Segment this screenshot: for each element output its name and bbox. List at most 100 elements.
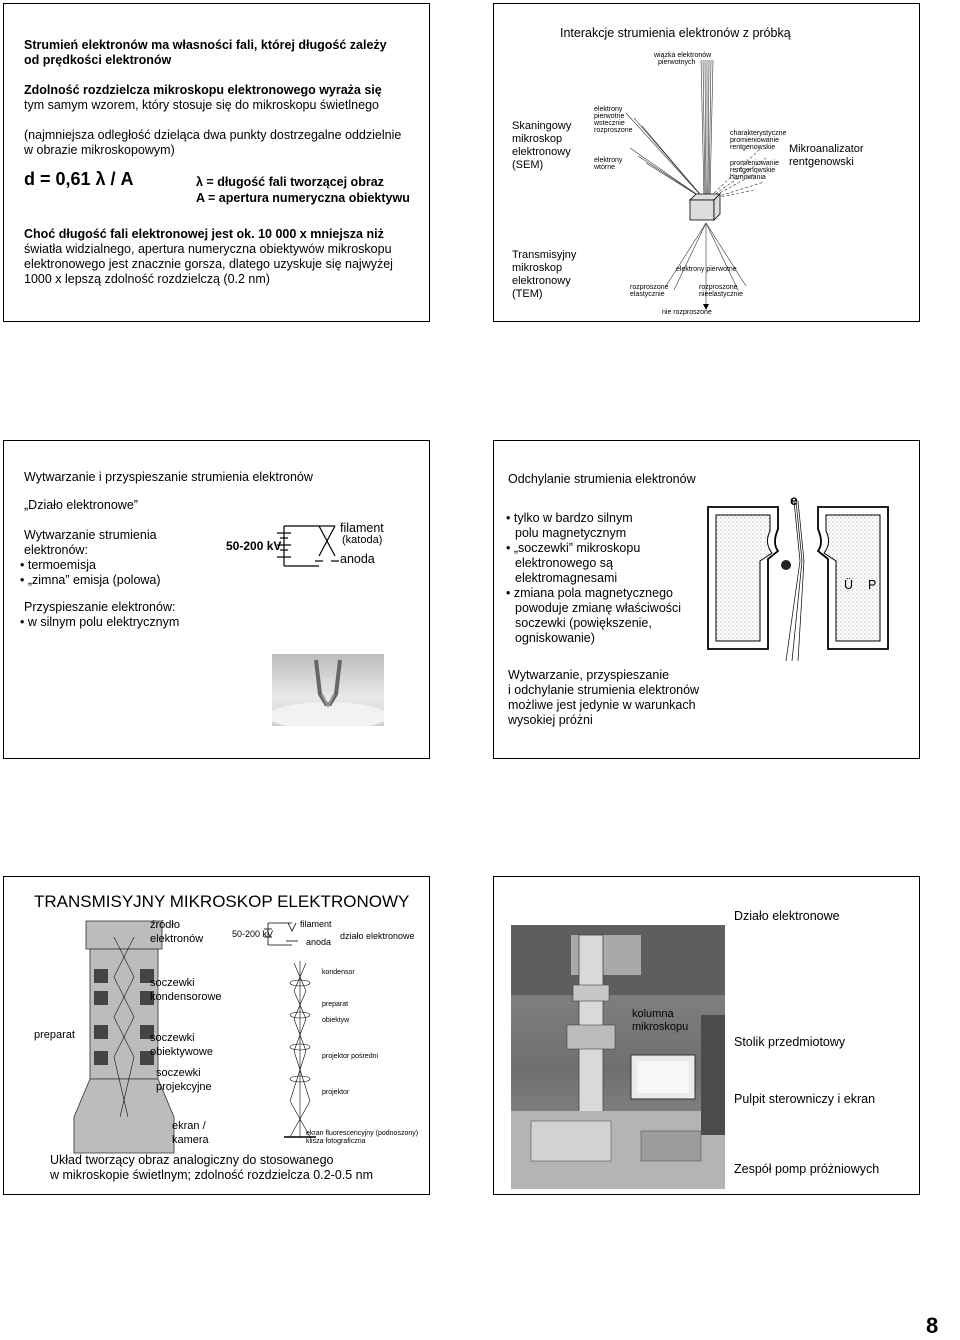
diag-primary: elektrony pierwotne [676, 266, 737, 274]
tem-gun-schematic [264, 919, 304, 949]
diag-xray-3: rentgenowskie [730, 144, 775, 152]
tem-screen-1: ekran / [172, 1120, 206, 1133]
tem-projektor: projektor [322, 1089, 349, 1097]
tem-label-4: (TEM) [512, 288, 543, 301]
gun-voltage: 50-200 kV [226, 539, 281, 554]
tem-kondensor: kondensor [322, 969, 355, 977]
tem-obiektyw: obiektyw [322, 1017, 349, 1025]
gun-cathode-label: (katoda) [342, 534, 382, 547]
tem-source-2: elektronów [150, 933, 203, 946]
slide-interactions: Interakcje strumienia elektronów z próbk… [493, 3, 920, 322]
slide1-p2-line1: (najmniejsza odległość dzieląca dwa punk… [24, 128, 401, 143]
bullet-field-change-2: powoduje zmianę właściwości [515, 601, 681, 616]
acceleration-heading: Przyspieszanie elektronów: [24, 600, 175, 615]
tem-projector-intermediate: projektor pośredni [322, 1053, 378, 1061]
bullet-lenses: • „soczewki” mikroskopu [506, 541, 640, 556]
bullet-lenses-3: elektromagnesami [515, 571, 617, 586]
bullet-field-change: • zmiana pola magnetycznego [506, 586, 673, 601]
diag-elastic-2: elastycznie [630, 291, 665, 299]
tem-label-1: Transmisyjny [512, 249, 576, 262]
bullet-strong-field-2: polu magnetycznym [515, 526, 626, 541]
bullet-lenses-2: elektronowego są [515, 556, 613, 571]
vacuum-note-1: Wytwarzanie, przyspieszanie [508, 668, 669, 683]
slide1-p3-line4: 1000 x lepszą zdolność rozdzielczą (0.2 … [24, 272, 270, 287]
tem-photo-plate: klisza fotograficzna [306, 1138, 366, 1146]
bullet-field-change-3: soczewki (powiększenie, [515, 616, 652, 631]
diag-bse-4: rozproszone [594, 127, 633, 135]
generation-line1: Wytwarzanie strumienia [24, 528, 157, 543]
formula-legend-lambda: λ = długość fali tworzącej obraz [196, 175, 384, 190]
interaction-diagram [586, 48, 786, 318]
bullet-field-change-text: zmiana pola magnetycznego [514, 586, 673, 600]
electron-gun-heading: „Działo elektronowe” [24, 498, 138, 513]
diag-se-2: wtórne [594, 164, 615, 172]
slide5-title: TRANSMISYJNY MIKROSKOP ELEKTRONOWY [34, 892, 409, 912]
bullet-cold-emission-text: „zimna” emisja (polowa) [28, 573, 161, 587]
slide1-p1-line1: Zdolność rozdzielcza mikroskopu elektron… [24, 83, 382, 98]
tem-ray-diagram [280, 961, 320, 1141]
tem-photo [511, 925, 725, 1189]
slide1-p3-line1: Choć długość fali elektronowej jest ok. … [24, 227, 384, 242]
generation-line2: elektronów: [24, 543, 88, 558]
tem-condenser-1: soczewki [150, 977, 195, 990]
tem-objective-2: obiektywowe [150, 1046, 213, 1059]
resolution-formula: d = 0,61 λ / A [24, 168, 134, 190]
bullet-field-change-4: ogniskowanie) [515, 631, 595, 646]
slide1-p3-line2: światła widzialnego, apertura numeryczna… [24, 242, 392, 257]
slide1-p2-line2: w obrazie mikroskopowym) [24, 143, 175, 158]
bullet-strong-field-text: tylko w bardzo silnym [514, 511, 633, 525]
diag-brems-3: hamowania [730, 174, 766, 182]
slide3-title: Wytwarzanie i przyspieszanie strumienia … [24, 470, 313, 485]
page-number: 8 [926, 1314, 938, 1338]
slide1-p1-line2: tym samym wzorem, który stosuje się do m… [24, 98, 379, 113]
tem-caption-1: Układ tworzący obraz analogiczny do stos… [50, 1153, 334, 1168]
tem-anode: anoda [306, 937, 331, 947]
microanalyzer-label-2: rentgenowski [789, 156, 854, 169]
tem-projector-1: soczewki [156, 1067, 201, 1080]
label-console: Pulpit sterowniczy i ekran [734, 1092, 875, 1107]
tem-caption-2: w mikroskopie świetlnym; zdolność rozdzi… [50, 1168, 373, 1183]
tem-projector-2: projekcyjne [156, 1081, 212, 1094]
slide-deflection: Odchylanie strumienia elektronów • tylko… [493, 440, 920, 759]
sem-label-3: elektronowy [512, 146, 571, 159]
bullet-lenses-text: „soczewki” mikroskopu [514, 541, 640, 555]
fig-p-label: P [868, 578, 876, 593]
filament-photo [272, 654, 384, 726]
label-stage: Stolik przedmiotowy [734, 1035, 845, 1050]
label-column-2: mikroskopu [632, 1021, 688, 1034]
slide-electron-gun: Wytwarzanie i przyspieszanie strumienia … [3, 440, 430, 759]
bullet-cold-emission: • „zimna” emisja (polowa) [20, 573, 161, 588]
slide-tem-photo: Działo elektronowe kolumna mikroskopu St… [493, 876, 920, 1195]
label-electron-gun: Działo elektronowe [734, 909, 840, 924]
slide1-title-line1: Strumień elektronów ma własności fali, k… [24, 38, 387, 53]
tem-label-3: elektronowy [512, 275, 571, 288]
bullet-electric-field: • w silnym polu elektrycznym [20, 615, 179, 630]
tem-condenser-2: kondensorowe [150, 991, 222, 1004]
vacuum-note-3: możliwe jest jedynie w warunkach [508, 698, 696, 713]
slide-tem-column: TRANSMISYJNY MIKROSKOP ELEKTRONOWY źródł… [3, 876, 430, 1195]
sem-label-4: (SEM) [512, 159, 543, 172]
tem-gun: działo elektronowe [340, 931, 415, 941]
tem-specimen-label: preparat [34, 1029, 75, 1042]
tem-screen-2: kamera [172, 1134, 209, 1147]
slide2-title: Interakcje strumienia elektronów z próbk… [560, 26, 791, 41]
tem-preparat: preparat [322, 1001, 348, 1009]
tem-source-1: źródło [150, 919, 180, 932]
sem-label-2: mikroskop [512, 133, 562, 146]
diag-beam-2: pierwotnych [658, 59, 695, 67]
sem-label-1: Skaningowy [512, 120, 571, 133]
vacuum-note-2: i odchylanie strumienia elektronów [508, 683, 699, 698]
label-column-1: kolumna [632, 1008, 674, 1021]
fig-u-label: Ü [844, 578, 853, 593]
tem-fluor-screen: ekran fluorescencyjny (podnoszony) [306, 1130, 418, 1138]
bullet-thermoemission-text: termoemisja [28, 558, 96, 572]
label-vacuum-pumps: Zespół pomp próżniowych [734, 1162, 879, 1177]
gun-anode-label: anoda [340, 552, 375, 567]
diag-unscattered: nie rozproszone [662, 309, 712, 317]
microanalyzer-label-1: Mikroanalizator [789, 143, 864, 156]
slide-resolution: Strumień elektronów ma własności fali, k… [3, 3, 430, 322]
slide1-title-line2: od prędkości elektronów [24, 53, 171, 68]
bullet-electric-field-text: w silnym polu elektrycznym [28, 615, 179, 629]
slide1-p3-line3: elektronowego jest znacznie gorsza, dlat… [24, 257, 393, 272]
vacuum-note-4: wysokiej próżni [508, 713, 593, 728]
